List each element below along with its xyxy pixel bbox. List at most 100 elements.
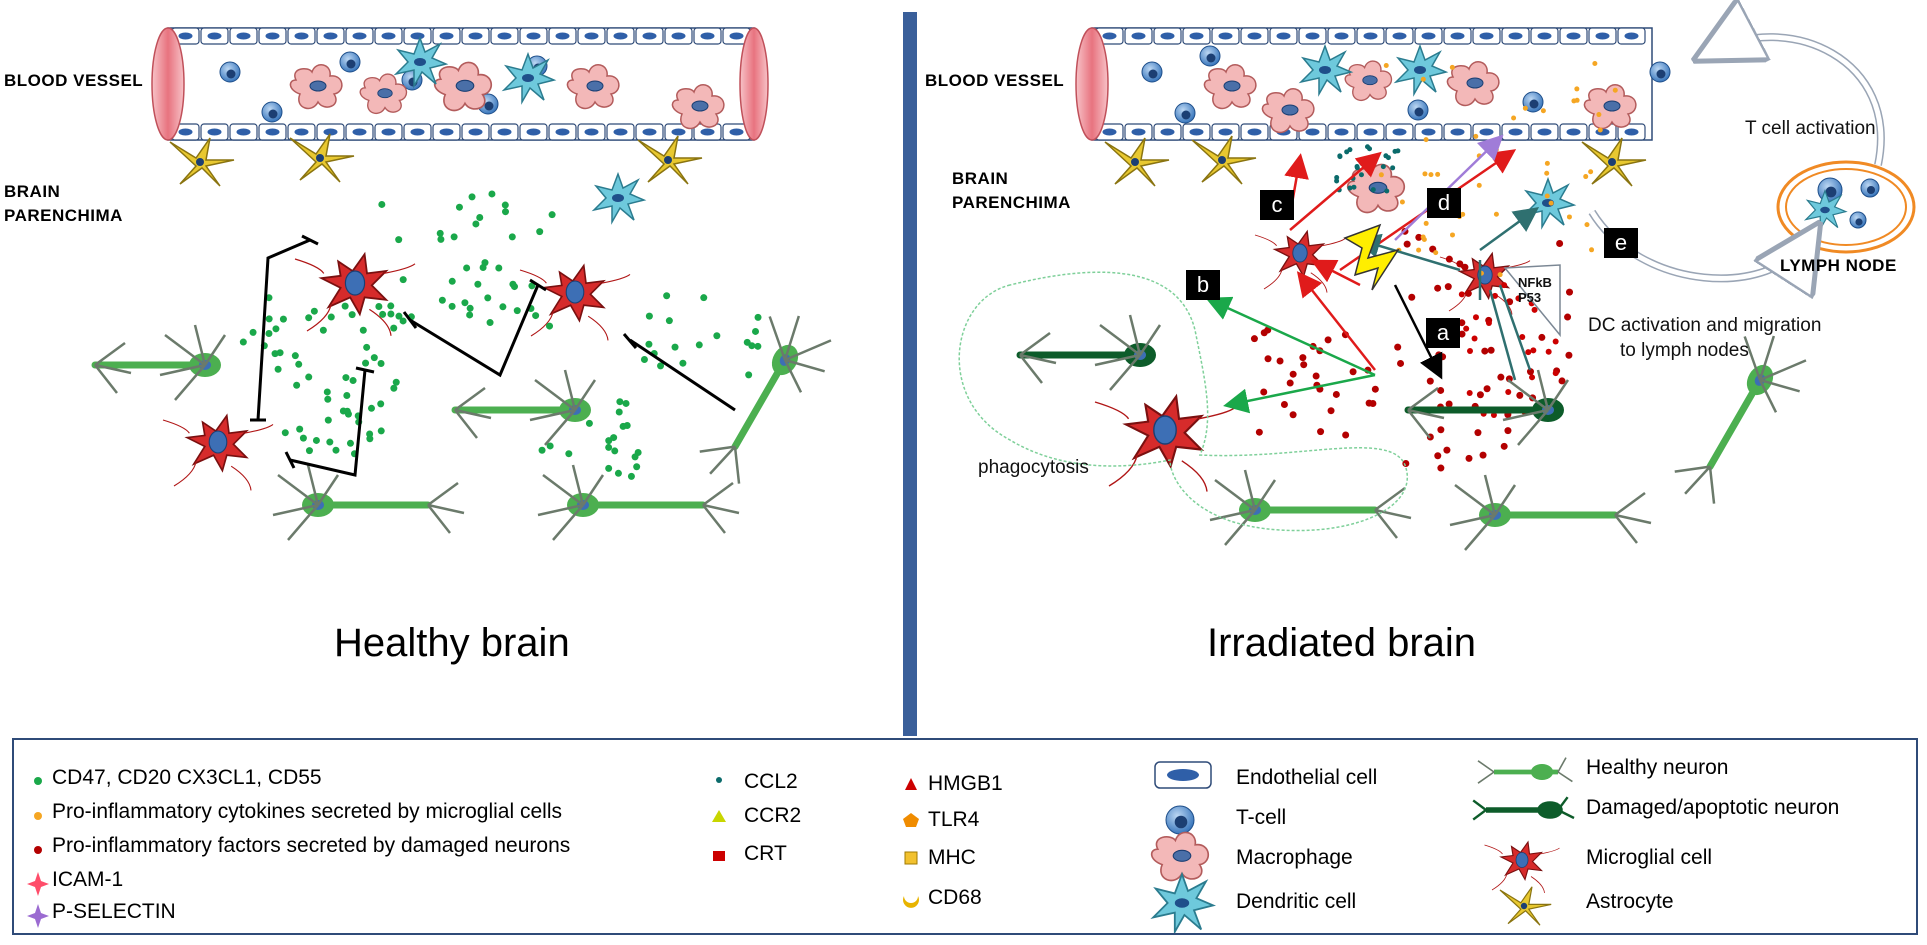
microglial-cell bbox=[162, 413, 274, 491]
red-star-icon bbox=[27, 872, 49, 896]
ccl2-dot bbox=[1390, 165, 1396, 171]
red-dot-icon bbox=[34, 846, 42, 854]
label-p53: P53 bbox=[1518, 290, 1542, 305]
hmgb1-dot bbox=[1492, 292, 1499, 299]
hmgb1-dot bbox=[1490, 412, 1497, 419]
endothelial-cell bbox=[1327, 27, 1356, 45]
cytokine-dot bbox=[1574, 97, 1580, 103]
legend-item-healthy-neuron: Healthy neuron bbox=[1586, 756, 1729, 779]
label-dc-activation-2: to lymph nodes bbox=[1620, 340, 1749, 361]
cd47-dot bbox=[508, 233, 516, 241]
astrocyte bbox=[637, 135, 703, 185]
cd47-dot bbox=[499, 303, 507, 311]
cd47-dot bbox=[640, 356, 648, 364]
cd47-dot bbox=[362, 359, 370, 367]
radiation-bolt-icon bbox=[1343, 223, 1400, 291]
endothelial-cell bbox=[1327, 123, 1356, 141]
ccl2-dot bbox=[1337, 153, 1343, 159]
cd47-dot bbox=[249, 328, 257, 336]
healthy-neuron bbox=[91, 324, 227, 401]
neuron-factor-dot bbox=[1465, 454, 1473, 462]
macrophage bbox=[1583, 84, 1637, 130]
ccl2-dot bbox=[1351, 184, 1357, 190]
cd47-dot bbox=[395, 312, 403, 320]
legend-item-icam1: ICAM-1 bbox=[52, 868, 124, 891]
damaged-neuron bbox=[1404, 369, 1570, 446]
cd47-dot bbox=[437, 235, 445, 243]
cd47-dot bbox=[605, 437, 613, 445]
neuron-factor-dot bbox=[1415, 233, 1423, 241]
neuron-factor-dot bbox=[1403, 240, 1411, 248]
endothelial-cell bbox=[1124, 27, 1153, 45]
cd47-dot bbox=[366, 435, 374, 443]
endothelial-cell bbox=[606, 123, 635, 141]
cd47-dot bbox=[272, 325, 280, 333]
cd47-dot bbox=[536, 228, 544, 236]
yellow-square-icon bbox=[904, 851, 918, 865]
hmgb1-dot bbox=[1501, 282, 1508, 289]
neuron-factor-dot bbox=[1397, 359, 1405, 367]
cd47-dot bbox=[305, 447, 313, 455]
label-nfkb: NFkB bbox=[1518, 275, 1552, 290]
cd47-dot bbox=[614, 469, 622, 477]
cytokine-dot bbox=[1540, 108, 1546, 114]
irradiated-brain-title: Irradiated brain bbox=[1207, 621, 1477, 665]
ccl2-dot bbox=[1384, 188, 1390, 194]
endothelial-cell bbox=[577, 123, 606, 141]
neuron-factor-dot bbox=[1286, 379, 1294, 387]
cytokine-dot bbox=[1460, 211, 1466, 217]
endothelial-cell bbox=[1182, 27, 1211, 45]
hmgb1-dot bbox=[1529, 374, 1536, 381]
badge-a: a bbox=[1426, 318, 1460, 348]
cd47-dot bbox=[502, 208, 510, 216]
neuron-factor-dot bbox=[1264, 355, 1272, 363]
hmgb1-dot bbox=[1530, 347, 1537, 354]
hmgb1-dot bbox=[1525, 349, 1532, 356]
cd47-dot bbox=[501, 201, 509, 209]
cytokine-dot bbox=[1383, 63, 1389, 69]
astrocyte bbox=[289, 133, 355, 183]
t-cell bbox=[1199, 45, 1221, 67]
endothelial-cell bbox=[1385, 27, 1414, 45]
endothelial-cell bbox=[258, 123, 287, 141]
t-cell bbox=[219, 61, 241, 83]
cd47-dot bbox=[343, 391, 351, 399]
neuron-factor-dot bbox=[1538, 333, 1546, 341]
endothelial-cell bbox=[1617, 123, 1646, 141]
cd47-dot bbox=[679, 359, 687, 367]
microglial-cell bbox=[1484, 840, 1560, 894]
endothelial-cell bbox=[635, 27, 664, 45]
cd47-dot bbox=[479, 264, 487, 272]
neuron-factor-dot bbox=[1369, 399, 1377, 407]
cytokine-dot bbox=[1544, 160, 1550, 166]
endothelial-cell bbox=[1617, 27, 1646, 45]
cd47-dot bbox=[296, 425, 304, 433]
damaged-neuron-icon bbox=[1472, 796, 1575, 821]
macrophage bbox=[566, 64, 620, 110]
cytokine-dot bbox=[1522, 105, 1528, 111]
neuron-factor-dot bbox=[1289, 370, 1297, 378]
cd47-dot bbox=[538, 446, 546, 454]
endothelial-cell bbox=[664, 27, 693, 45]
cytokine-dot bbox=[1493, 211, 1499, 217]
ccl2-dot bbox=[1380, 164, 1386, 170]
neuron-factor-dot bbox=[1497, 373, 1505, 381]
microglial-cell bbox=[519, 263, 631, 341]
cd47-dot bbox=[239, 338, 247, 346]
cd47-dot bbox=[346, 439, 354, 447]
dendritic-cell bbox=[1803, 189, 1848, 232]
macrophage bbox=[359, 73, 408, 115]
healthy-neuron bbox=[537, 464, 740, 541]
endothelial-cell bbox=[1472, 27, 1501, 45]
neuron-factor-dot bbox=[1437, 386, 1445, 394]
cd47-dot bbox=[310, 307, 318, 315]
cd47-dot bbox=[319, 326, 327, 334]
endothelial-cell bbox=[229, 27, 258, 45]
macrophage bbox=[1446, 61, 1500, 107]
cd47-dot bbox=[665, 317, 673, 325]
cd47-dot bbox=[392, 378, 400, 386]
neuron-factor-dot bbox=[1437, 464, 1445, 472]
neuron-factor-dot bbox=[1342, 431, 1350, 439]
hmgb1-dot bbox=[1472, 314, 1479, 321]
cytokine-dot bbox=[1511, 115, 1517, 121]
